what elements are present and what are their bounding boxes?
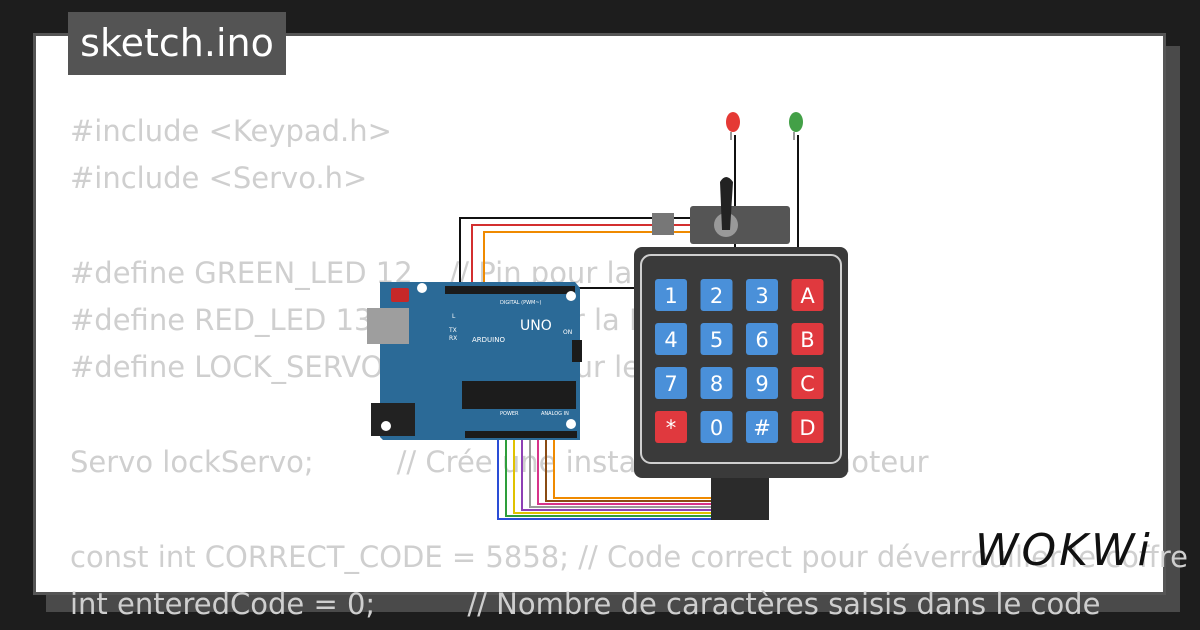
power-label: POWER xyxy=(500,411,519,417)
keypad-key-#[interactable]: # xyxy=(746,411,778,443)
keypad-key-label: C xyxy=(800,372,815,396)
red-led[interactable] xyxy=(726,112,740,140)
rx-label: RX xyxy=(449,335,457,342)
keypad-key-label: * xyxy=(666,416,677,440)
board-name: UNO xyxy=(520,318,552,334)
keypad-key-0[interactable]: 0 xyxy=(700,411,733,443)
keypad-key-2[interactable]: 2 xyxy=(700,279,733,311)
keypad-key-label: 0 xyxy=(710,416,723,440)
power-jack xyxy=(371,403,415,436)
icsp-header xyxy=(572,340,582,362)
keypad-key-label: A xyxy=(800,284,815,308)
keypad-key-6[interactable]: 6 xyxy=(746,323,778,355)
membrane-keypad[interactable]: 1 2 3 A 4 5 6 B 7 8 9 C * 0 # D xyxy=(634,247,848,520)
keypad-key-B[interactable]: B xyxy=(791,323,824,355)
keypad-key-7[interactable]: 7 xyxy=(655,367,687,399)
reset-button[interactable] xyxy=(391,288,409,302)
wokwi-logo: WOKWi xyxy=(975,525,1153,576)
mount-hole xyxy=(566,291,576,301)
on-label: ON xyxy=(563,329,572,336)
keypad-key-3[interactable]: 3 xyxy=(746,279,778,311)
wire-black xyxy=(459,217,700,290)
keypad-key-5[interactable]: 5 xyxy=(700,323,733,355)
mount-hole xyxy=(566,419,576,429)
mount-hole xyxy=(417,283,427,293)
code-line: #include <Servo.h> xyxy=(70,161,368,196)
keypad-key-label: 1 xyxy=(664,284,677,308)
keypad-key-label: D xyxy=(799,416,815,440)
keypad-key-A[interactable]: A xyxy=(791,279,824,311)
keypad-key-label: 3 xyxy=(755,284,768,308)
keypad-key-9[interactable]: 9 xyxy=(746,367,778,399)
board-brand: ARDUINO xyxy=(472,336,505,344)
chip xyxy=(462,381,576,409)
wire-orange xyxy=(483,231,700,290)
arduino-uno-board[interactable]: UNO ARDUINO DIGITAL (PWM~) POWER ANALOG … xyxy=(367,282,582,440)
tx-label: TX xyxy=(448,327,457,334)
keypad-connector xyxy=(711,478,769,520)
wire-red xyxy=(471,224,700,290)
keypad-key-label: 9 xyxy=(755,372,768,396)
keypad-key-D[interactable]: D xyxy=(791,411,824,443)
code-card: #include <Keypad.h>#include <Servo.h>#de… xyxy=(33,33,1188,621)
analog-label: ANALOG IN xyxy=(541,411,569,417)
keypad-key-label: # xyxy=(753,416,771,440)
keypad-key-label: B xyxy=(800,328,814,352)
servo-motor[interactable] xyxy=(652,177,790,244)
code-background: #include <Keypad.h>#include <Servo.h>#de… xyxy=(70,108,1188,628)
keypad-key-label: 8 xyxy=(710,372,723,396)
keypad-key-label: 6 xyxy=(755,328,768,352)
green-led[interactable] xyxy=(789,112,803,140)
digital-header xyxy=(445,286,575,294)
keypad-key-label: 7 xyxy=(664,372,677,396)
usb-port xyxy=(367,308,409,344)
l-label: L xyxy=(452,313,456,320)
keypad-key-C[interactable]: C xyxy=(791,367,824,399)
code-line: #include <Keypad.h> xyxy=(70,114,392,148)
digital-label: DIGITAL (PWM~) xyxy=(500,300,542,306)
keypad-key-8[interactable]: 8 xyxy=(700,367,733,399)
file-title-tab[interactable]: sketch.ino xyxy=(68,12,286,75)
power-header xyxy=(465,431,577,438)
keypad-key-*[interactable]: * xyxy=(655,411,687,443)
keypad-key-1[interactable]: 1 xyxy=(655,279,687,311)
code-line: int enteredCode = 0; // Nombre de caract… xyxy=(70,586,1101,621)
code-line: const int CORRECT_CODE = 5858; // Code c… xyxy=(70,539,1189,574)
keypad-key-label: 4 xyxy=(664,328,677,352)
mount-hole xyxy=(381,421,391,431)
keypad-key-label: 5 xyxy=(710,328,723,352)
keypad-key-label: 2 xyxy=(710,284,723,308)
keypad-key-4[interactable]: 4 xyxy=(655,323,687,355)
